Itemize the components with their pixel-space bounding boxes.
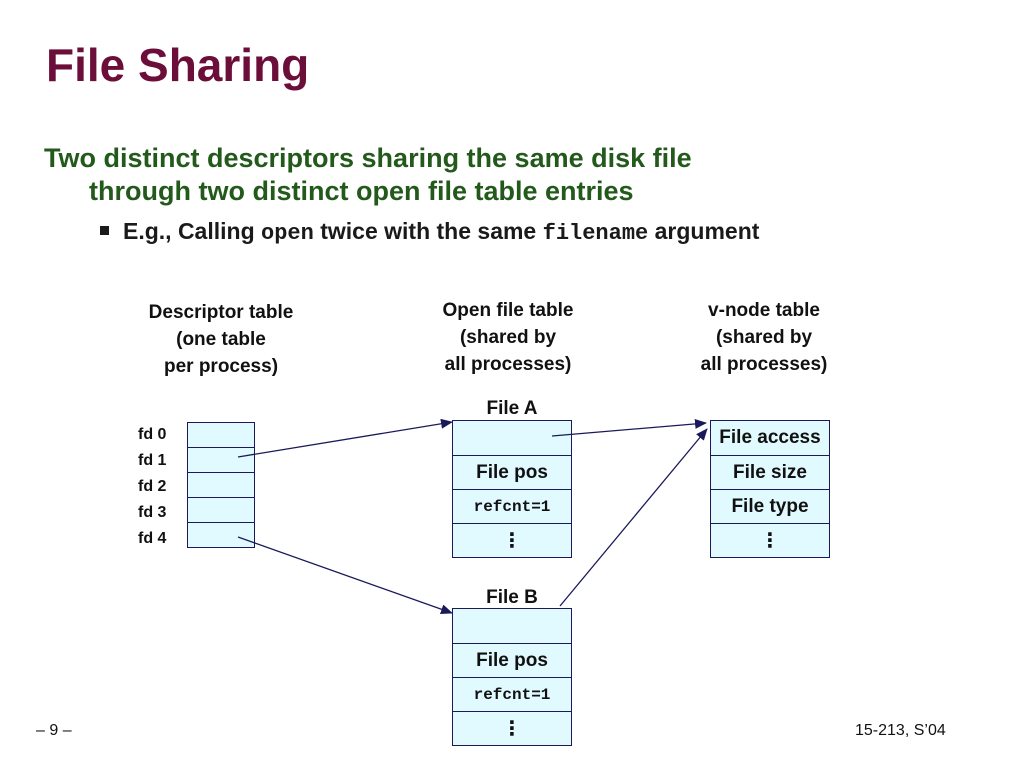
code-open: open <box>261 221 314 246</box>
fd-slot-3 <box>187 497 255 523</box>
file-b-more-ellipsis: ⋮ <box>453 711 571 745</box>
vnode-entry: File access File size File type ⋮ <box>710 420 830 558</box>
vnode-file-access: File access <box>711 421 829 455</box>
file-a-entry: File pos refcnt=1 ⋮ <box>452 420 572 558</box>
code-filename: filename <box>542 221 649 246</box>
file-b-entry: File pos refcnt=1 ⋮ <box>452 608 572 746</box>
page-number: – 9 – <box>36 722 72 739</box>
file-a-more-ellipsis: ⋮ <box>453 523 571 557</box>
file-a-cell-0 <box>453 421 571 455</box>
arrow-fd4-to-file-b <box>237 536 453 615</box>
sub-point-suffix: argument <box>648 218 760 244</box>
fd-label-1: fd 1 <box>138 452 167 469</box>
main-point-line-1: Two distinct descriptors sharing the sam… <box>44 143 692 173</box>
file-b-file-pos: File pos <box>453 643 571 677</box>
open-file-table-heading: Open file table (shared by all processes… <box>442 300 574 375</box>
file-b-refcnt: refcnt=1 <box>453 677 571 711</box>
file-a-file-pos: File pos <box>453 455 571 489</box>
arrow-file-a-to-vnode <box>551 418 707 437</box>
sub-point-prefix: E.g., Calling <box>123 218 262 244</box>
file-a-refcnt: refcnt=1 <box>453 489 571 523</box>
course-label: 15-213, S’04 <box>855 722 946 739</box>
fd-slot-4 <box>187 522 255 548</box>
vnode-table-heading: v-node table (shared by all processes) <box>700 300 828 375</box>
file-b-label: File B <box>486 587 538 608</box>
fd-slot-1 <box>187 447 255 473</box>
sub-point: E.g., Calling open twice with the same f… <box>100 218 759 246</box>
vnode-more-ellipsis: ⋮ <box>711 523 829 557</box>
arrow-fd1-to-file-a <box>237 418 453 458</box>
main-point-line-2: through two distinct open file table ent… <box>89 176 634 206</box>
descriptor-table-heading: Descriptor table (one table per process) <box>148 302 294 377</box>
square-bullet-icon <box>100 226 109 235</box>
arrow-file-b-to-vnode <box>559 428 708 607</box>
sub-point-middle: twice with the same <box>313 218 543 244</box>
fd-label-4: fd 4 <box>138 530 167 547</box>
slide-title: File Sharing <box>46 39 310 91</box>
file-a-label: File A <box>486 398 538 419</box>
fd-label-0: fd 0 <box>138 426 167 443</box>
file-b-cell-0 <box>453 609 571 643</box>
fd-label-3: fd 3 <box>138 504 167 521</box>
descriptor-table <box>187 422 255 548</box>
fd-label-2: fd 2 <box>138 478 167 495</box>
main-point: Two distinct descriptors sharing the sam… <box>44 142 944 208</box>
vnode-file-size: File size <box>711 455 829 489</box>
vnode-file-type: File type <box>711 489 829 523</box>
